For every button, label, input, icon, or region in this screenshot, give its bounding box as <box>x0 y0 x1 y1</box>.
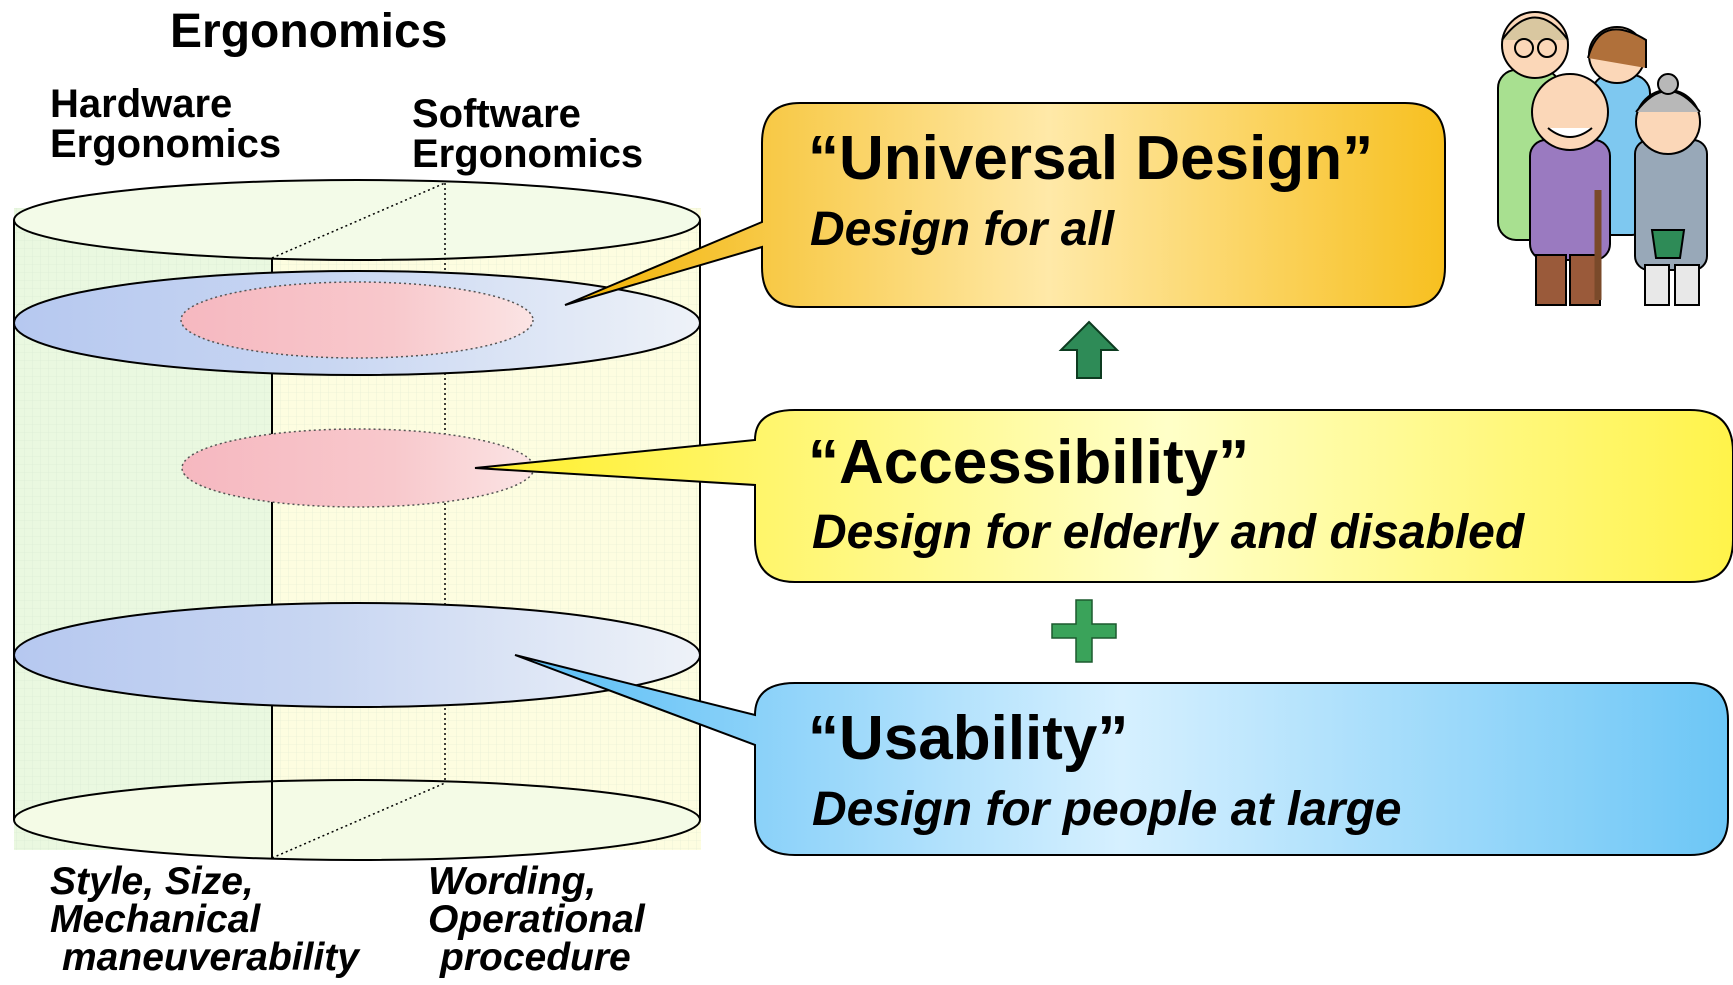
accessibility-callout <box>474 409 1733 583</box>
cylinder-top-ellipse <box>13 179 701 261</box>
elderly-family-illustration <box>1497 11 1708 306</box>
hardware-bottom-line1: Style, Size, <box>50 860 254 903</box>
hardware-bottom-line3: maneuverability <box>62 936 359 979</box>
software-ergonomics-label: Software Ergonomics <box>412 94 643 174</box>
accessibility-subtitle: Design for elderly and disabled <box>812 506 1525 559</box>
cylinder-bottom-ellipse <box>13 779 701 861</box>
up-arrow-icon <box>1058 320 1120 379</box>
hardware-bottom-line2: Mechanical <box>50 898 261 941</box>
universal-design-layer <box>13 270 701 376</box>
hardware-ergonomics-label: Hardware Ergonomics <box>50 84 281 164</box>
universal-design-title: “Universal Design” <box>808 124 1374 193</box>
software-bottom-line2: Operational <box>428 898 645 941</box>
hardware-label-line2: Ergonomics <box>50 122 282 166</box>
usability-title: “Usability” <box>808 704 1129 773</box>
universal-design-subtitle: Design for all <box>810 203 1115 256</box>
hardware-label-line1: Hardware <box>50 82 233 126</box>
hardware-bottom-label: Style, Size, Mechanical maneuverability <box>50 860 359 979</box>
accessibility-title: “Accessibility” <box>808 428 1250 497</box>
plus-icon <box>1051 599 1117 663</box>
software-label-line2: Ergonomics <box>412 132 644 176</box>
usability-callout <box>514 654 1729 856</box>
software-label-line1: Software <box>412 92 581 136</box>
usability-subtitle: Design for people at large <box>812 783 1402 836</box>
software-bottom-line3: procedure <box>440 936 631 979</box>
software-bottom-label: Wording, Operational procedure <box>428 860 645 979</box>
diagram-title: Ergonomics <box>170 5 448 58</box>
software-bottom-line1: Wording, <box>428 860 597 903</box>
usability-layer <box>13 602 701 708</box>
universal-design-callout <box>564 102 1446 308</box>
